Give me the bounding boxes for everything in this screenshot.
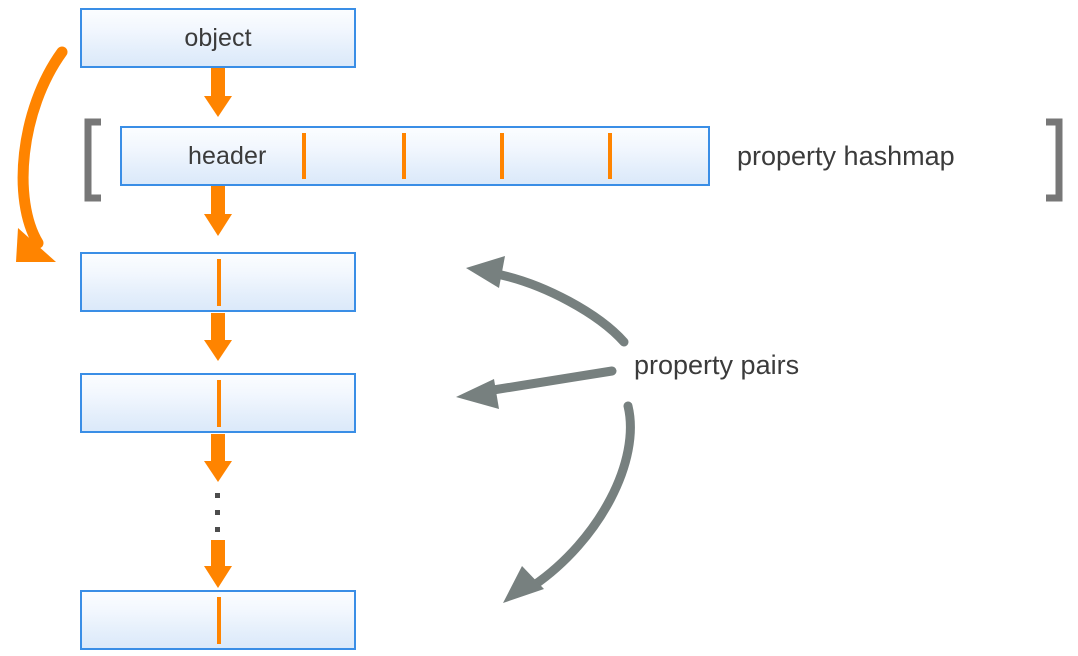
- down-arrow-icon: [204, 186, 232, 236]
- callout-arrow-icon: [456, 366, 617, 409]
- hashmap-slot-divider-1: [302, 133, 306, 179]
- ellipsis-icon: [215, 510, 220, 515]
- property-pairs-label: property pairs: [634, 350, 800, 380]
- property-pair-box-last[interactable]: [80, 590, 356, 650]
- ellipsis-icon: [215, 527, 220, 532]
- header-box[interactable]: header: [120, 126, 710, 186]
- down-arrow-icon: [204, 68, 232, 117]
- vertical-divider-icon: [217, 597, 221, 644]
- header-box-label: header: [188, 141, 267, 170]
- bracket-icon: [1046, 118, 1063, 202]
- vertical-divider-icon: [217, 259, 221, 306]
- vertical-divider-icon: [217, 380, 221, 427]
- down-arrow-icon: [204, 540, 232, 588]
- down-arrow-icon: [204, 313, 232, 361]
- down-arrow-icon: [204, 434, 232, 482]
- callout-arrow-icon: [503, 401, 635, 603]
- property-pair-box-1[interactable]: [80, 252, 356, 312]
- object-box-label: object: [184, 23, 252, 52]
- bracket-icon: [84, 118, 101, 202]
- property-pair-box-2[interactable]: [80, 373, 356, 433]
- hashmap-slot-divider-2: [402, 133, 406, 179]
- hashmap-slot-divider-3: [500, 133, 504, 179]
- callout-arrow-icon: [466, 256, 629, 347]
- object-box[interactable]: object: [80, 8, 356, 68]
- ellipsis-icon: [215, 493, 220, 498]
- curved-arrow-icon: [16, 46, 68, 262]
- property-hashmap-label: property hashmap: [737, 141, 955, 171]
- hashmap-slot-divider-4: [608, 133, 612, 179]
